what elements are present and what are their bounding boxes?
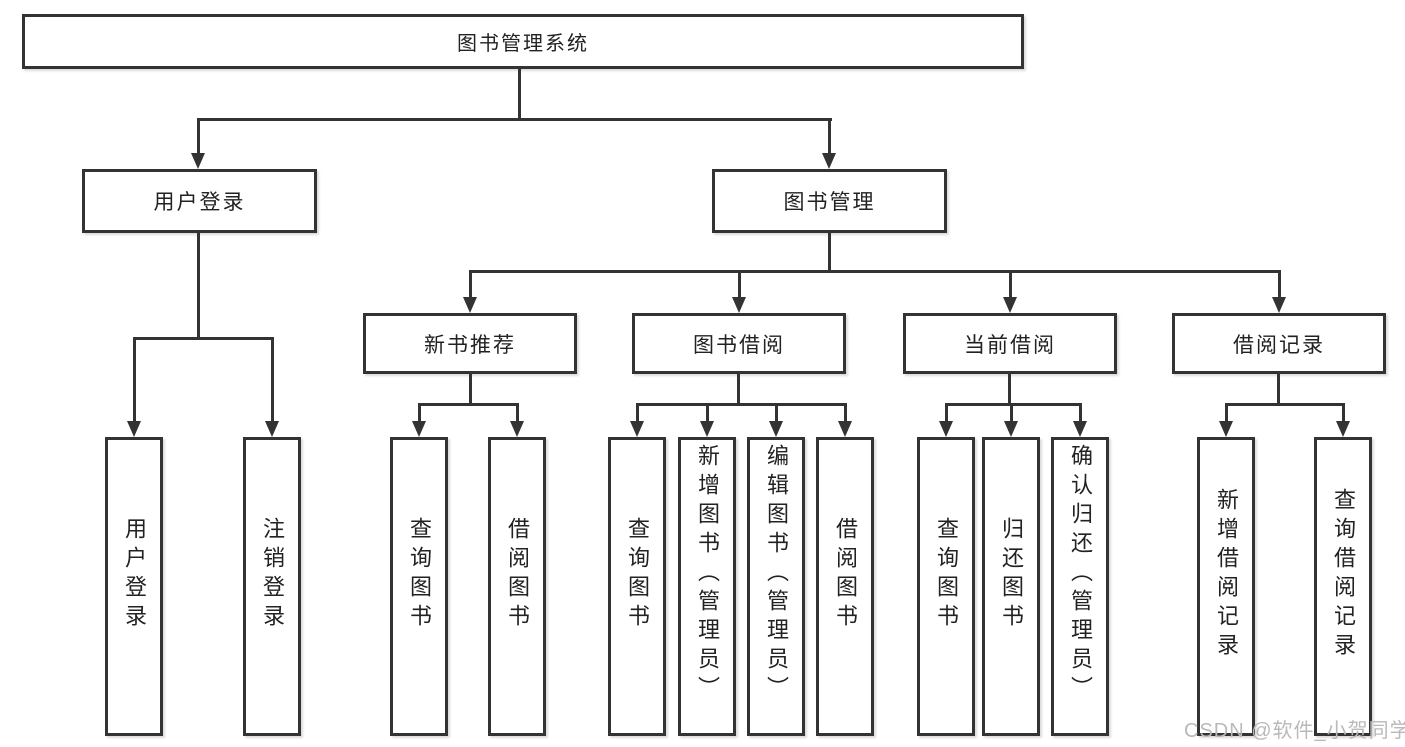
connector-jieyue-hbar <box>636 403 846 406</box>
leaf-user-login-label: 用户登录 <box>122 516 147 633</box>
node-current-borrow: 当前借阅 <box>903 313 1117 374</box>
connector-dangqian-drop-2 <box>1010 403 1013 423</box>
csdn-watermark: CSDN @软件_小贺同学 <box>1184 720 1405 742</box>
connector-jilu-hbar <box>1225 403 1344 406</box>
leaf-xinshu-query-books: 查询图书 <box>390 437 448 736</box>
connector-xinshu-drop-2 <box>516 403 519 423</box>
connector-dangqian-drop-1 <box>945 403 948 423</box>
leaf-xinshu-query-books-label: 查询图书 <box>407 516 432 633</box>
connector-mgmt-drop-1 <box>469 270 472 298</box>
node-current-borrow-label: 当前借阅 <box>964 333 1056 357</box>
arrowhead-xinshu-leaf-2 <box>510 421 524 437</box>
connector-xinshu-hbar <box>418 403 519 406</box>
leaf-logout: 注销登录 <box>243 437 301 736</box>
leaf-jieyue-query-books-label: 查询图书 <box>625 516 650 633</box>
arrowhead-login-leaf-2 <box>265 421 279 437</box>
arrowhead-jilu-leaf-1 <box>1219 421 1233 437</box>
arrowhead-jieyue-leaf-1 <box>630 421 644 437</box>
arrowhead-new-book <box>463 297 477 313</box>
node-user-login-label: 用户登录 <box>153 191 246 214</box>
connector-jieyue-drop-4 <box>844 403 847 423</box>
arrowhead-dangqian-leaf-1 <box>939 421 953 437</box>
leaf-dangqian-confirm-return-admin: 确认归还（管理员） <box>1051 437 1109 736</box>
arrowhead-jieyue-leaf-2 <box>700 421 714 437</box>
leaf-xinshu-borrow-books: 借阅图书 <box>488 437 546 736</box>
connector-root-drop-right <box>828 118 831 154</box>
leaf-jieyue-borrow-books: 借阅图书 <box>816 437 874 736</box>
leaf-dangqian-return-books-label: 归还图书 <box>999 516 1024 633</box>
connector-xinshu-drop-1 <box>418 403 421 423</box>
node-borrow-records-label: 借阅记录 <box>1233 333 1325 357</box>
leaf-dangqian-query-books: 查询图书 <box>917 437 975 736</box>
connector-root-stem <box>518 69 521 120</box>
connector-jilu-drop-2 <box>1342 403 1345 423</box>
connector-jieyue-drop-3 <box>775 403 778 423</box>
node-book-borrow-label: 图书借阅 <box>693 333 785 357</box>
arrowhead-dangqian-leaf-3 <box>1073 421 1087 437</box>
connector-root-drop-left <box>197 118 200 154</box>
leaf-xinshu-borrow-books-label: 借阅图书 <box>505 516 530 633</box>
connector-mgmt-drop-4 <box>1278 270 1281 298</box>
connector-login-drop-2 <box>271 337 274 422</box>
connector-mgmt-stem <box>828 233 831 273</box>
connector-jieyue-stem <box>737 374 740 406</box>
arrowhead-dangqian-leaf-2 <box>1004 421 1018 437</box>
node-root-label: 图书管理系统 <box>457 33 589 55</box>
connector-jilu-stem <box>1277 374 1280 406</box>
connector-dangqian-drop-3 <box>1079 403 1082 423</box>
node-new-book-recommend: 新书推荐 <box>363 313 577 374</box>
connector-xinshu-stem <box>469 374 472 406</box>
arrowhead-borrow-records <box>1272 297 1286 313</box>
arrowhead-book-borrow <box>732 297 746 313</box>
leaf-dangqian-return-books: 归还图书 <box>982 437 1040 736</box>
leaf-dangqian-query-books-label: 查询图书 <box>934 516 959 633</box>
connector-dangqian-hbar <box>945 403 1081 406</box>
leaf-logout-label: 注销登录 <box>260 516 285 633</box>
arrowhead-jilu-leaf-2 <box>1336 421 1350 437</box>
arrowhead-book-management <box>822 153 836 169</box>
arrowhead-jieyue-leaf-4 <box>838 421 852 437</box>
leaf-jieyue-query-books: 查询图书 <box>608 437 666 736</box>
connector-dangqian-stem <box>1008 374 1011 406</box>
leaf-jieyue-edit-books-admin: 编辑图书（管理员） <box>747 437 805 736</box>
leaf-jilu-query-record-label: 查询借阅记录 <box>1331 487 1356 662</box>
connector-jieyue-drop-1 <box>636 403 639 423</box>
arrowhead-jieyue-leaf-3 <box>769 421 783 437</box>
node-book-management-label: 图书管理 <box>783 191 876 214</box>
node-user-login: 用户登录 <box>82 169 317 233</box>
leaf-dangqian-confirm-return-admin-label: 确认归还（管理员） <box>1068 444 1093 705</box>
arrowhead-login-leaf-1 <box>127 421 141 437</box>
leaf-jieyue-add-books-admin-label: 新增图书（管理员） <box>695 444 720 705</box>
connector-jilu-drop-1 <box>1225 403 1228 423</box>
connector-mgmt-drop-2 <box>738 270 741 298</box>
connector-login-drop-1 <box>133 337 136 422</box>
arrowhead-xinshu-leaf-1 <box>412 421 426 437</box>
leaf-jilu-add-record: 新增借阅记录 <box>1197 437 1255 736</box>
leaf-jieyue-edit-books-admin-label: 编辑图书（管理员） <box>764 444 789 705</box>
connector-mgmt-hbar <box>469 270 1281 273</box>
connector-mgmt-drop-3 <box>1009 270 1012 298</box>
arrowhead-user-login <box>191 153 205 169</box>
connector-jieyue-drop-2 <box>706 403 709 423</box>
connector-root-hbar <box>197 118 832 121</box>
connector-login-stem <box>197 233 200 340</box>
leaf-user-login: 用户登录 <box>105 437 163 736</box>
leaf-jilu-query-record: 查询借阅记录 <box>1314 437 1372 736</box>
connector-login-hbar <box>133 337 274 340</box>
leaf-jieyue-borrow-books-label: 借阅图书 <box>833 516 858 633</box>
leaf-jilu-add-record-label: 新增借阅记录 <box>1214 487 1239 662</box>
leaf-jieyue-add-books-admin: 新增图书（管理员） <box>678 437 736 736</box>
node-book-borrow: 图书借阅 <box>632 313 846 374</box>
node-root: 图书管理系统 <box>22 14 1024 69</box>
node-book-management: 图书管理 <box>712 169 947 233</box>
node-new-book-recommend-label: 新书推荐 <box>424 333 516 357</box>
node-borrow-records: 借阅记录 <box>1172 313 1386 374</box>
arrowhead-current-borrow <box>1003 297 1017 313</box>
